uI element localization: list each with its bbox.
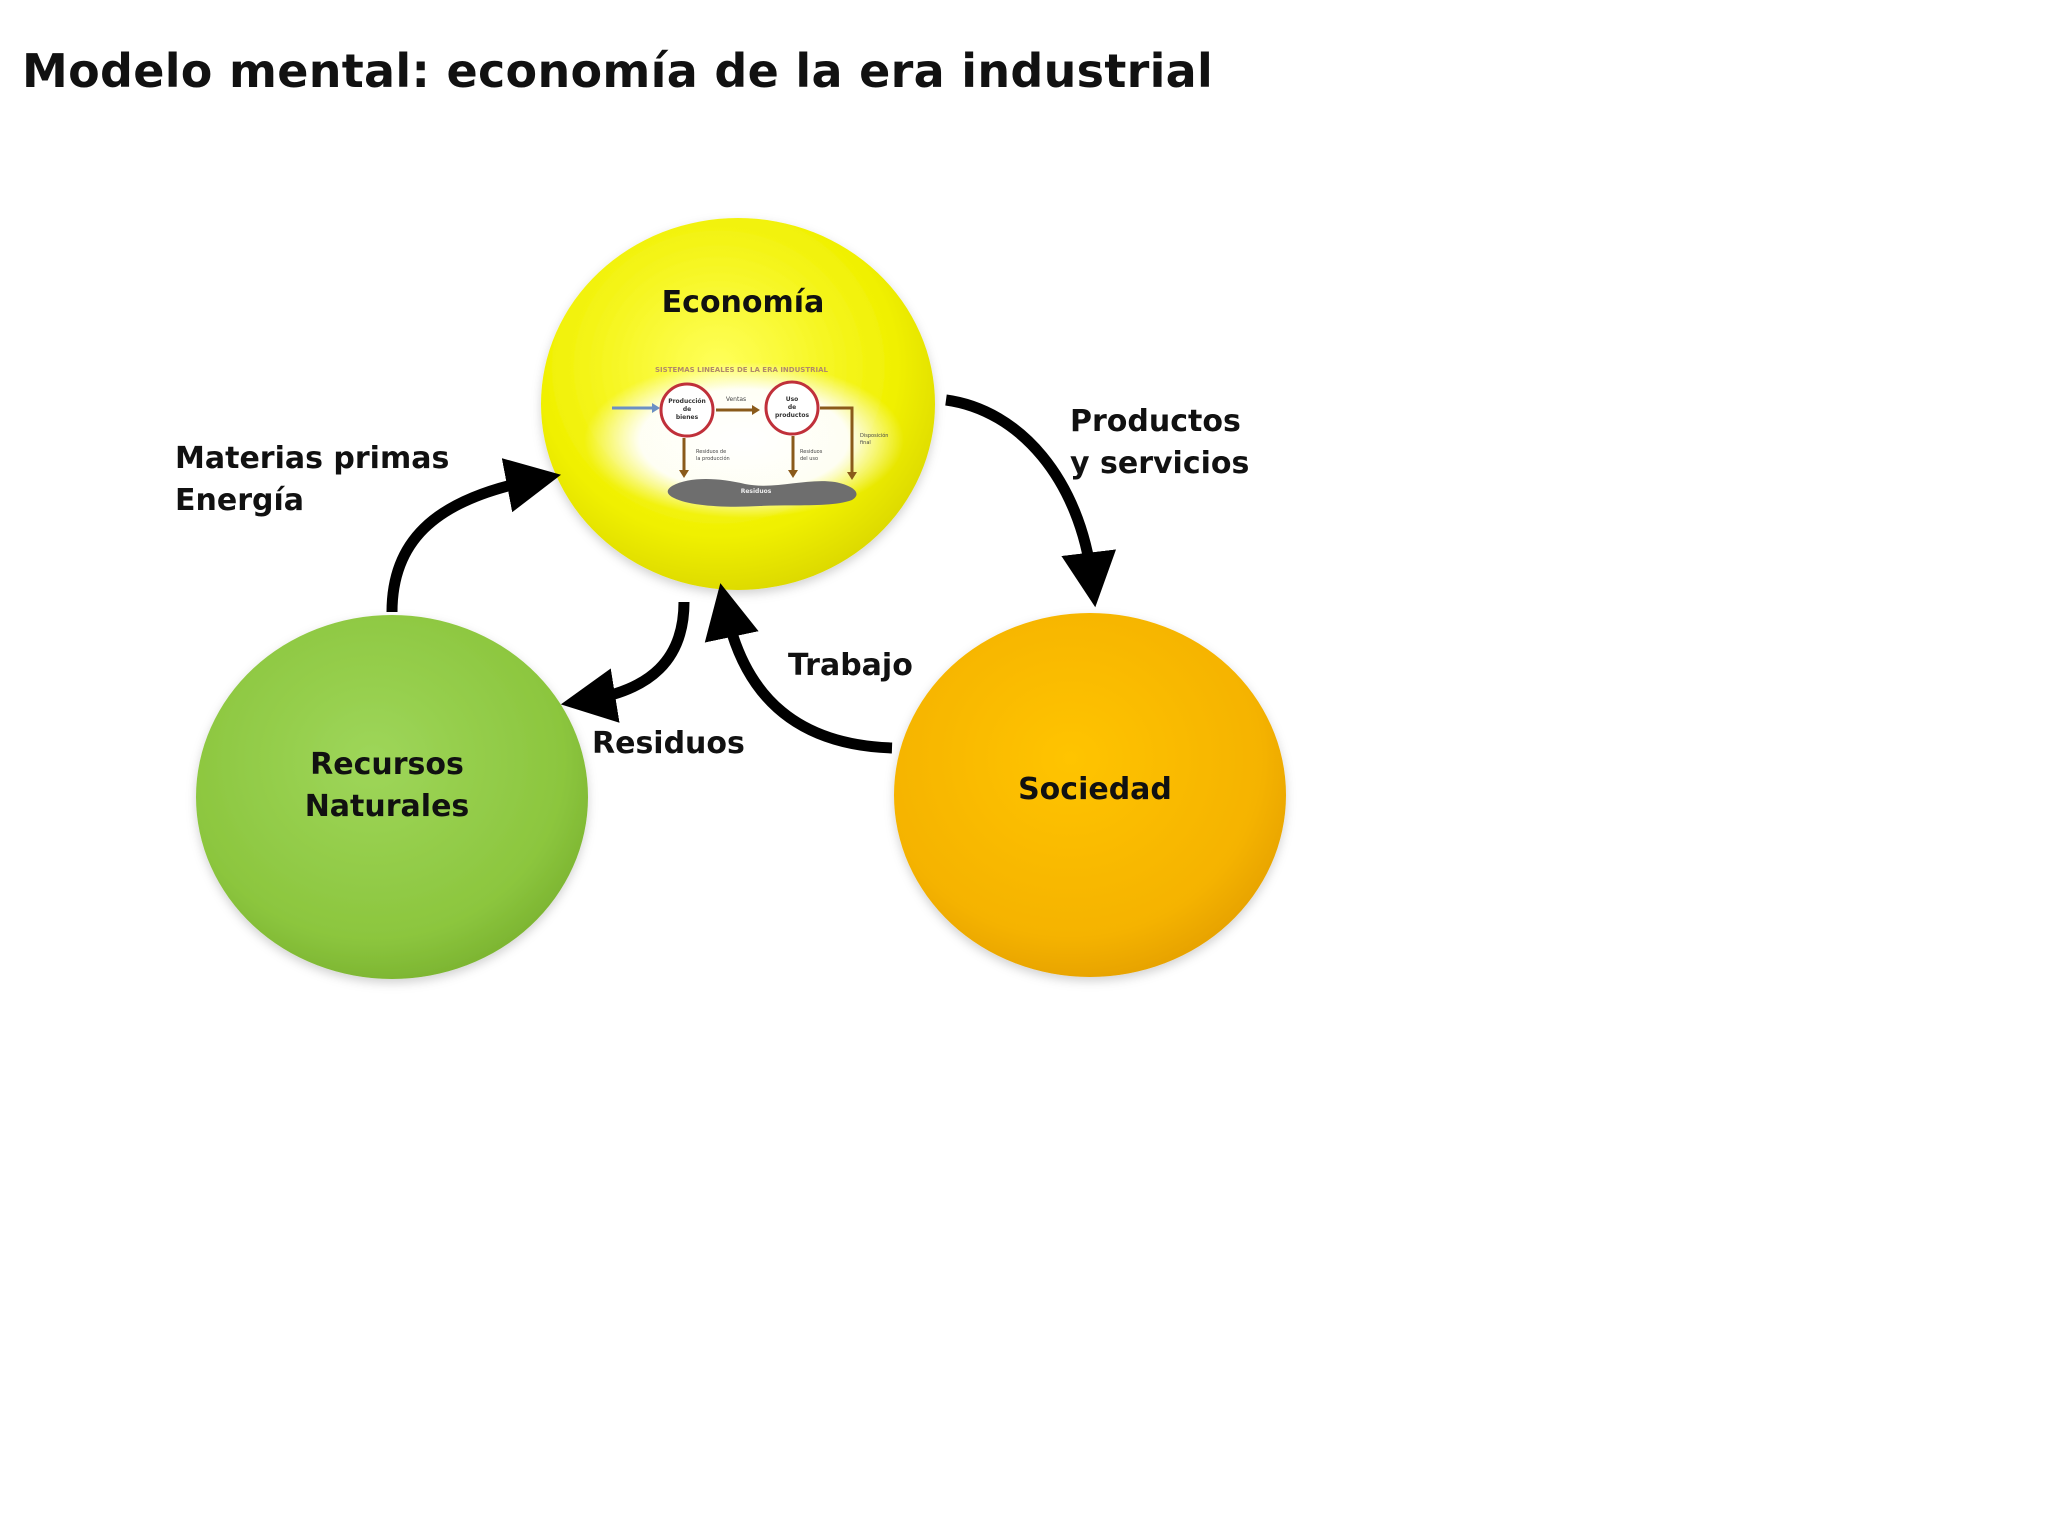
linear-system-inset: SISTEMAS LINEALES DE LA ERA INDUSTRIAL P…	[584, 362, 904, 518]
materias-primas-arrow	[386, 458, 562, 613]
inset-disposicion-arrowhead	[847, 472, 857, 480]
materias-primas-label: Materias primas Energía	[175, 438, 449, 522]
inset-residuos-uso-line1: Residuos	[800, 449, 823, 455]
inset-ventas-arrowhead	[752, 405, 760, 415]
sociedad-label: Sociedad	[1018, 772, 1172, 807]
inset-uso-circle	[764, 380, 820, 436]
productos-line1: Productos	[1070, 404, 1241, 439]
productos-line2: y servicios	[1070, 446, 1250, 481]
recursos-naturales-circle	[196, 615, 588, 979]
inset-residuos-prod-line2: la producción	[696, 455, 730, 462]
materias-line2: Energía	[175, 483, 304, 518]
residuos-arrow	[560, 601, 690, 723]
cycle-diagram: SISTEMAS LINEALES DE LA ERA INDUSTRIAL P…	[196, 218, 1286, 979]
residuos-label: Residuos	[592, 726, 745, 761]
inset-produccion-line2: de	[683, 406, 691, 413]
inset-header: SISTEMAS LINEALES DE LA ERA INDUSTRIAL	[655, 366, 829, 374]
sociedad-circle	[894, 613, 1286, 977]
inset-input-arrowhead	[652, 403, 660, 413]
inset-residuos-prod-arrowhead	[679, 470, 689, 478]
slide-title: Modelo mental: economía de la era indust…	[22, 44, 1214, 98]
inset-uso-line3: productos	[775, 412, 809, 419]
inset-residuos-uso-arrowhead	[788, 470, 798, 478]
inset-produccion-circle	[659, 382, 715, 438]
inset-produccion-line3: bienes	[676, 414, 699, 421]
productos-servicios-label: Productos y servicios	[1070, 401, 1249, 485]
inset-produccion-line1: Producción	[668, 398, 706, 405]
trabajo-arrow	[704, 583, 893, 754]
inset-disposicion-line1: Disposición	[860, 432, 888, 439]
recursos-naturales-label: Recursos Naturales	[282, 744, 492, 828]
economia-label: Economía	[661, 285, 825, 320]
inset-residuos-uso-line2: del uso	[800, 456, 818, 462]
inset-residuos-pile	[667, 479, 857, 507]
inset-residuos-prod-line1: Residuos de	[696, 449, 726, 455]
trabajo-label: Trabajo	[788, 648, 913, 683]
inset-ventas-label: Ventas	[726, 396, 746, 403]
inset-residuos-pile-label: Residuos	[741, 488, 772, 495]
recursos-label-line2: Naturales	[304, 789, 470, 824]
materias-line1: Materias primas	[175, 441, 450, 476]
recursos-label-line1: Recursos	[310, 747, 464, 782]
inset-uso-line2: de	[788, 404, 796, 411]
inset-disposicion-arrow	[820, 406, 854, 472]
productos-servicios-arrow	[945, 394, 1117, 608]
inset-disposicion-line2: final	[860, 440, 871, 446]
inset-uso-line1: Uso	[786, 396, 799, 403]
